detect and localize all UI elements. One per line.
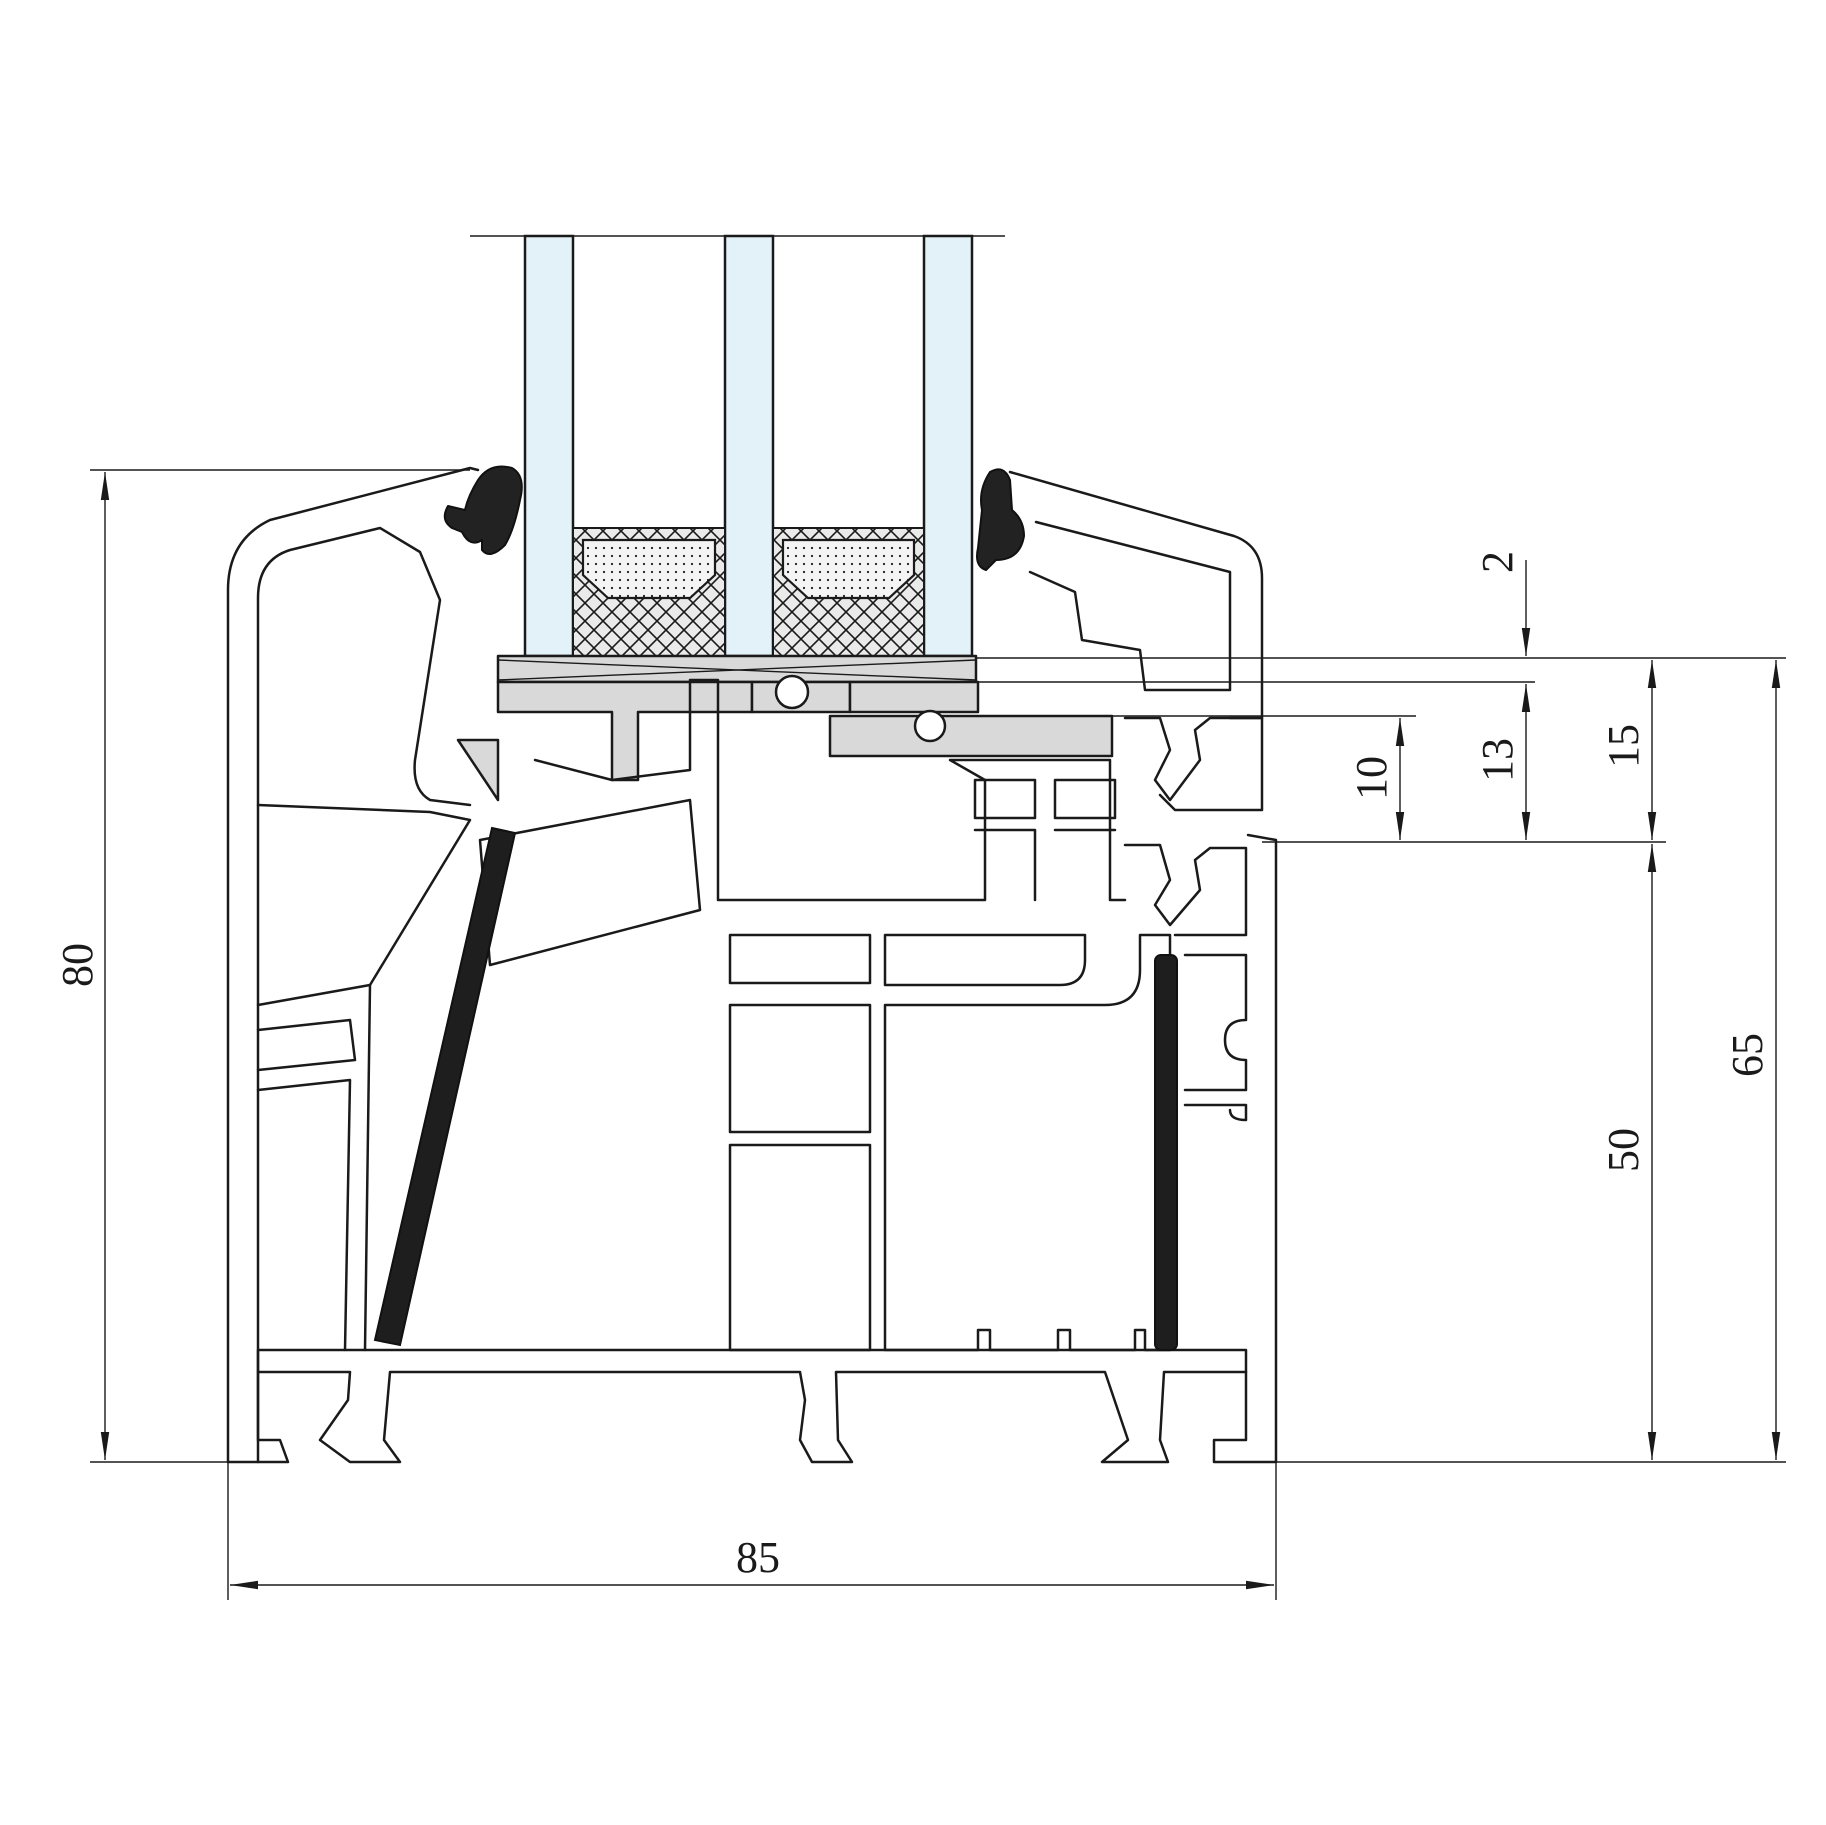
- dim-overlap-13: 13: [1473, 738, 1522, 782]
- glazing-unit: [470, 234, 1005, 658]
- pvc-frame-profile: [226, 466, 1278, 1464]
- dim-overall-width: 85: [736, 1533, 780, 1582]
- dim-frame-50: 50: [1599, 1128, 1648, 1172]
- dim-glass-recess: 2: [1473, 551, 1522, 573]
- chamber: [728, 933, 872, 985]
- dimension-labels: 80 85 2 10 13 15 50 65: [53, 551, 1772, 1582]
- glass-pane-middle: [723, 234, 775, 658]
- glass-pane-outer: [523, 234, 575, 658]
- dim-overall-height: 80: [53, 943, 102, 987]
- dim-frame-65: 65: [1723, 1033, 1772, 1077]
- steel-bar-icon: [373, 826, 1178, 1351]
- black-seal-icon: [443, 465, 1025, 571]
- dim-overlap-15: 15: [1599, 724, 1648, 768]
- glass-pane-inner: [922, 234, 974, 658]
- dim-overlap-10: 10: [1347, 756, 1396, 800]
- dimension-lines: [90, 469, 1786, 1600]
- desiccant-spacer-icon: [572, 527, 925, 657]
- glazing-bead: [456, 654, 1114, 802]
